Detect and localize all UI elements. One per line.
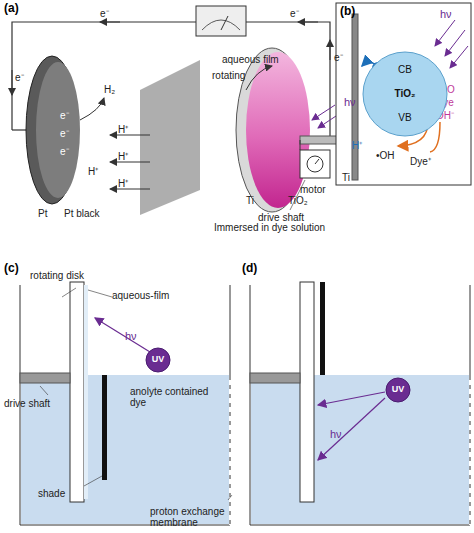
- text-label: H⁺: [88, 166, 98, 177]
- text-label: aqueous-film: [112, 290, 169, 301]
- text-label: e⁻: [15, 72, 24, 83]
- text-label: hν: [125, 330, 137, 342]
- text-label: H⁺: [118, 178, 128, 189]
- text-label: e⁻: [60, 110, 69, 121]
- node-text: CB: [363, 64, 447, 75]
- text-label: Ti: [342, 172, 350, 183]
- text-label: H⁺: [352, 140, 362, 151]
- text-label: Pt: [38, 208, 47, 219]
- text-label: drive shaft: [4, 398, 50, 409]
- text-label: rotating: [212, 70, 245, 81]
- text-label: aqueous film: [222, 54, 279, 65]
- text-label: (b): [340, 5, 355, 18]
- text-label: (d): [242, 262, 257, 275]
- tio2-particle: CB TiO₂ VB: [363, 52, 447, 136]
- text-label: H₂: [104, 84, 115, 95]
- text-label: drive shaft: [258, 212, 304, 223]
- text-label: (c): [4, 262, 19, 275]
- text-label: Dye⁺: [410, 156, 431, 167]
- text-label: e⁻: [290, 8, 299, 19]
- text-label: hν: [440, 8, 452, 20]
- text-label: •OH: [376, 150, 395, 161]
- node-text: UV: [146, 355, 170, 365]
- text-label: e⁻: [60, 146, 69, 157]
- text-label: Pt black: [64, 208, 100, 219]
- text-label: e⁻: [60, 128, 69, 139]
- node-text: UV: [386, 385, 410, 395]
- text-label: hν: [344, 96, 356, 108]
- uv-lamp: UV: [386, 378, 410, 402]
- text-label: Ti: [246, 195, 254, 206]
- text-label: motor: [300, 184, 326, 195]
- node-text: VB: [363, 112, 447, 123]
- text-label: (a): [4, 2, 19, 15]
- text-label: anolyte contained dye: [130, 386, 220, 408]
- text-label: e⁻: [100, 8, 109, 19]
- text-label: Immersed in dye solution: [214, 222, 325, 233]
- text-label: H⁺: [118, 124, 128, 135]
- text-label: proton exchange membrane: [150, 506, 228, 528]
- text-label: e⁻: [334, 52, 343, 63]
- text-label: shade: [38, 488, 65, 499]
- text-label: rotating disk: [30, 270, 84, 281]
- text-label: H⁺: [118, 151, 128, 162]
- uv-lamp: UV: [146, 348, 170, 372]
- node-text: TiO₂: [363, 88, 447, 99]
- text-label: hν: [330, 428, 342, 440]
- text-label: TiO₂: [288, 195, 308, 206]
